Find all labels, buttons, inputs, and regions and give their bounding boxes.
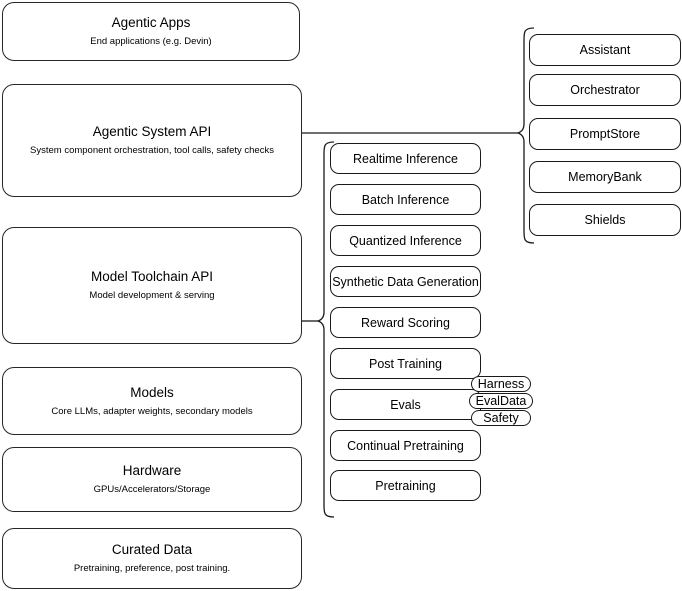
layer-title: Agentic System API — [92, 124, 212, 140]
agentic-component-label: MemoryBank — [568, 170, 642, 184]
layer-box-curated-data[interactable]: Curated Data Pretraining, preference, po… — [2, 528, 302, 589]
layer-subtitle: End applications (e.g. Devin) — [90, 36, 212, 47]
toolchain-component-label: Post Training — [369, 356, 442, 371]
layer-title: Model Toolchain API — [90, 269, 214, 285]
layer-box-agentic-system-api[interactable]: Agentic System API System component orch… — [2, 84, 302, 197]
agentic-component-label: Orchestrator — [570, 83, 640, 97]
layer-title: Agentic Apps — [111, 15, 191, 31]
layer-title: Curated Data — [111, 542, 193, 558]
agentic-component-assistant[interactable]: Assistant — [529, 34, 681, 66]
agentic-component-orchestrator[interactable]: Orchestrator — [529, 74, 681, 106]
agentic-component-label: Shields — [584, 213, 626, 227]
agentic-component-label: Assistant — [579, 43, 631, 57]
toolchain-component-label: Quantized Inference — [349, 233, 462, 248]
toolchain-component-quantized-inference[interactable]: Quantized Inference — [330, 225, 481, 256]
layer-box-agentic-apps[interactable]: Agentic Apps End applications (e.g. Devi… — [2, 2, 300, 61]
toolchain-component-post-training[interactable]: Post Training — [330, 348, 481, 379]
evals-tag-label: Safety — [483, 411, 519, 425]
toolchain-component-reward-scoring[interactable]: Reward Scoring — [330, 307, 481, 338]
layer-box-model-toolchain-api[interactable]: Model Toolchain API Model development & … — [2, 227, 302, 344]
evals-tag-harness[interactable]: Harness — [471, 376, 531, 392]
layer-box-models[interactable]: Models Core LLMs, adapter weights, secon… — [2, 367, 302, 435]
toolchain-component-label: Pretraining — [375, 478, 436, 493]
agentic-component-label: PromptStore — [569, 127, 641, 141]
evals-tag-label: EvalData — [475, 394, 527, 408]
layer-subtitle: Pretraining, preference, post training. — [73, 563, 231, 574]
evals-tag-safety[interactable]: Safety — [471, 410, 531, 426]
toolchain-component-label: Realtime Inference — [353, 151, 458, 166]
toolchain-component-label: Synthetic Data Generation — [332, 274, 479, 289]
toolchain-component-synthetic-data-generation[interactable]: Synthetic Data Generation — [330, 266, 481, 297]
toolchain-component-batch-inference[interactable]: Batch Inference — [330, 184, 481, 215]
agentic-component-promptstore[interactable]: PromptStore — [529, 118, 681, 150]
agentic-component-shields[interactable]: Shields — [529, 204, 681, 236]
toolchain-component-pretraining[interactable]: Pretraining — [330, 470, 481, 501]
layer-subtitle: System component orchestration, tool cal… — [30, 145, 274, 156]
evals-tag-evaldata[interactable]: EvalData — [469, 393, 533, 409]
toolchain-component-continual-pretraining[interactable]: Continual Pretraining — [330, 430, 481, 461]
layer-subtitle: GPUs/Accelerators/Storage — [93, 484, 211, 495]
layer-title: Hardware — [122, 463, 182, 479]
toolchain-component-label: Evals — [390, 397, 421, 412]
evals-tag-label: Harness — [477, 377, 525, 391]
layer-subtitle: Model development & serving — [89, 290, 215, 301]
toolchain-component-evals[interactable]: Evals — [330, 389, 481, 420]
agentic-component-memorybank[interactable]: MemoryBank — [529, 161, 681, 193]
layer-title: Models — [130, 384, 174, 400]
toolchain-component-label: Batch Inference — [361, 192, 450, 207]
toolchain-component-label: Continual Pretraining — [347, 438, 464, 453]
layer-box-hardware[interactable]: Hardware GPUs/Accelerators/Storage — [2, 447, 302, 512]
toolchain-component-label: Reward Scoring — [361, 315, 450, 330]
toolchain-component-realtime-inference[interactable]: Realtime Inference — [330, 143, 481, 174]
layer-subtitle: Core LLMs, adapter weights, secondary mo… — [51, 405, 253, 417]
